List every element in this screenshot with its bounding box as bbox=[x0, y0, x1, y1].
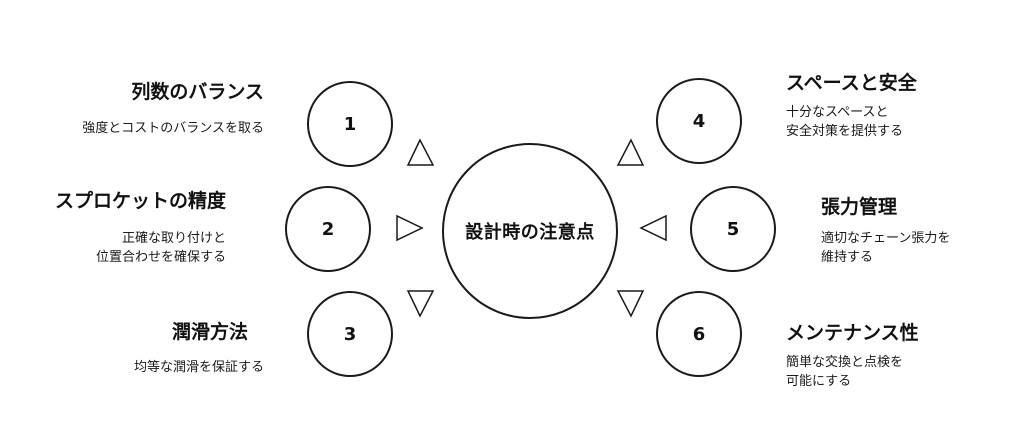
item-desc-5-line-2: 維持する bbox=[821, 250, 874, 265]
item-title-2: スプロケットの精度 bbox=[54, 190, 226, 212]
item-desc-6: 簡単な交換と点検を 可能にする bbox=[786, 353, 903, 391]
item-desc-3: 均等な潤滑を保証する bbox=[134, 358, 264, 377]
node-circle-1: 1 bbox=[307, 81, 393, 167]
node-circle-3: 3 bbox=[307, 291, 393, 377]
item-desc-2-line-2: 位置合わせを確保する bbox=[95, 250, 226, 265]
node-number-6: 6 bbox=[692, 323, 706, 345]
node-circle-4: 4 bbox=[656, 78, 742, 164]
node-number-3: 3 bbox=[343, 323, 357, 345]
center-circle: 設計時の注意点 bbox=[442, 143, 618, 319]
item-desc-1: 強度とコストのバランスを取る bbox=[82, 119, 264, 138]
node-circle-6: 6 bbox=[656, 291, 742, 377]
item-title-3: 潤滑方法 bbox=[171, 321, 248, 343]
item-desc-5: 適切なチェーン張力を 維持する bbox=[821, 229, 950, 267]
item-title-4: スペースと安全 bbox=[786, 72, 917, 94]
node-number-4: 4 bbox=[692, 110, 706, 132]
item-desc-6-line-2: 可能にする bbox=[786, 374, 852, 389]
item-desc-4-line-2: 安全対策を提供する bbox=[786, 124, 904, 139]
item-desc-6-line-1: 簡単な交換と点検を bbox=[786, 355, 904, 370]
arrow-up-right bbox=[616, 138, 645, 166]
item-desc-4-line-1: 十分なスペースと bbox=[786, 105, 889, 120]
arrow-right-left bbox=[396, 214, 424, 242]
item-desc-2: 正確な取り付けと 位置合わせを確保する bbox=[96, 229, 226, 267]
node-circle-5: 5 bbox=[690, 186, 776, 272]
item-title-6: メンテナンス性 bbox=[786, 322, 919, 344]
item-title-5: 張力管理 bbox=[821, 196, 898, 218]
item-desc-5-line-1: 適切なチェーン張力を bbox=[821, 231, 951, 246]
item-desc-1-line-1: 強度とコストのバランスを取る bbox=[82, 121, 264, 136]
node-number-2: 2 bbox=[321, 218, 335, 240]
arrow-left-right bbox=[639, 214, 667, 242]
item-title-1: 列数のバランス bbox=[131, 81, 264, 103]
node-number-5: 5 bbox=[726, 218, 740, 240]
arrow-up-left bbox=[406, 138, 435, 166]
node-number-1: 1 bbox=[343, 113, 357, 135]
item-desc-3-line-1: 均等な潤滑を保証する bbox=[133, 360, 264, 375]
arrow-down-right bbox=[616, 290, 645, 318]
item-desc-2-line-1: 正確な取り付けと bbox=[121, 231, 226, 246]
center-label: 設計時の注意点 bbox=[465, 222, 595, 243]
arrow-down-left bbox=[406, 290, 435, 318]
node-circle-2: 2 bbox=[285, 186, 371, 272]
item-desc-4: 十分なスペースと 安全対策を提供する bbox=[786, 103, 903, 141]
